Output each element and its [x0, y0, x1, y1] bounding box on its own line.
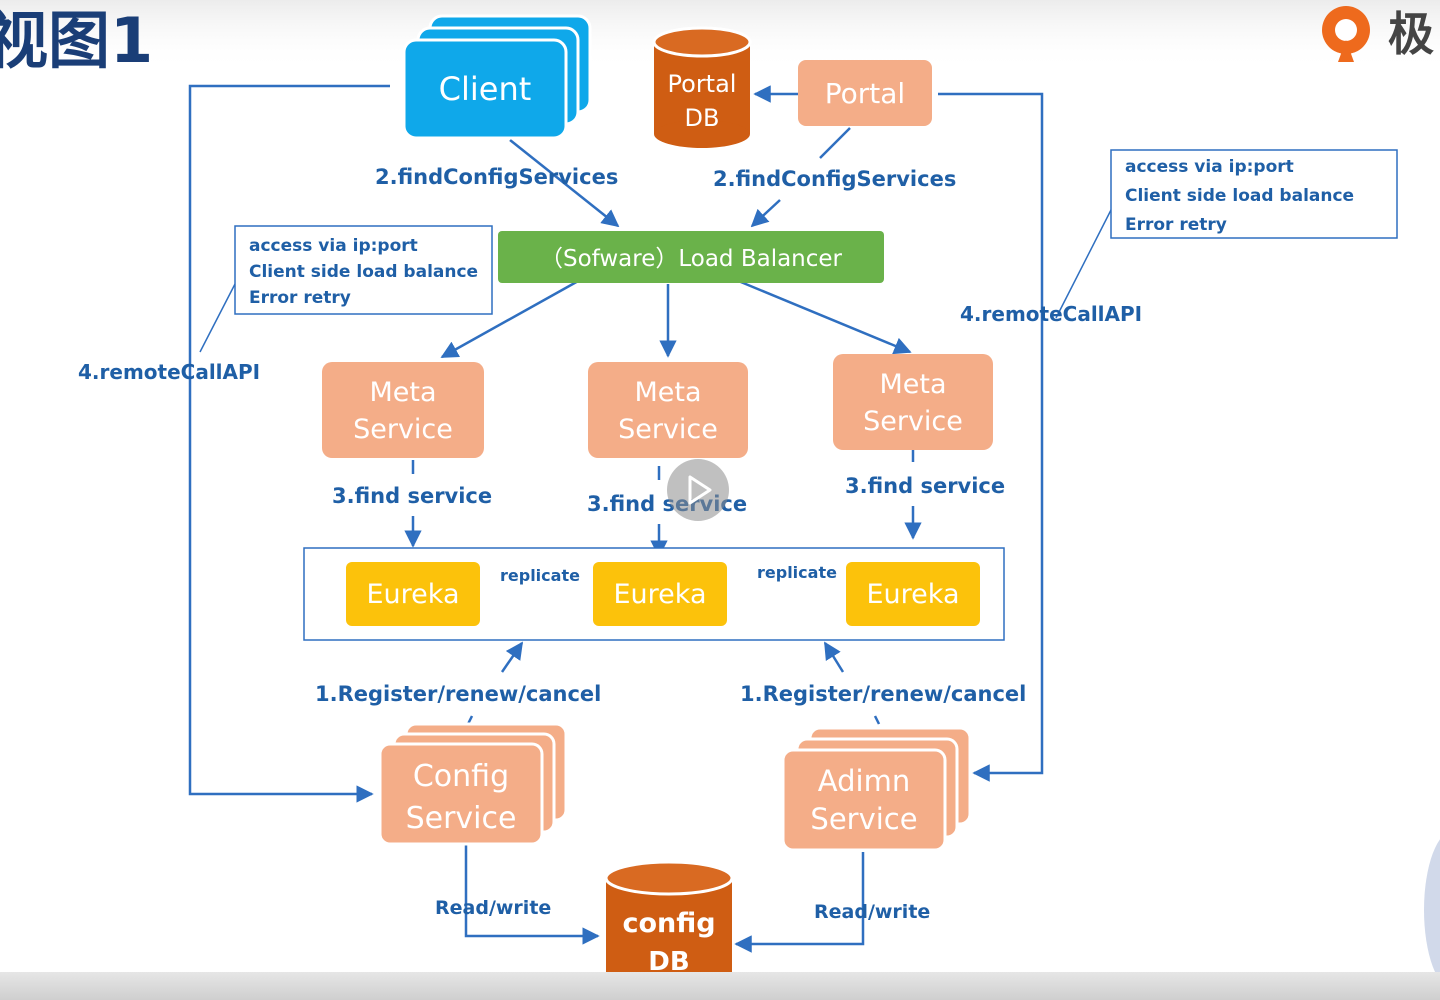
config-service-label-1: Config: [413, 759, 509, 794]
portal-node: Portal: [798, 60, 932, 126]
label-find-config-right: 2.findConfigServices: [713, 167, 956, 191]
note-left: access via ip:port Client side load bala…: [234, 225, 493, 315]
label-remote-call-left: 4.remoteCallAPI: [78, 360, 260, 384]
slide-title: 视图1: [0, 4, 153, 77]
meta-service-left: Meta Service: [322, 362, 484, 458]
label-replicate-right: replicate: [757, 563, 837, 582]
note-right: access via ip:port Client side load bala…: [1110, 149, 1398, 239]
load-balancer-label: （Sofware）Load Balancer: [540, 246, 843, 272]
config-db-label-1: config: [622, 908, 715, 939]
portal-label: Portal: [825, 77, 905, 110]
meta-service-center-label-2: Service: [618, 414, 718, 445]
note-left-line-1: access via ip:port: [249, 236, 418, 256]
side-decoration: [1424, 830, 1440, 990]
label-remote-call-right: 4.remoteCallAPI: [960, 302, 1142, 326]
label-read-write-left: Read/write: [435, 897, 551, 919]
label-find-service-left: 3.find service: [332, 484, 492, 508]
client-label: Client: [439, 70, 532, 108]
config-service-node: Config Service: [378, 722, 568, 846]
portal-db: Portal DB: [652, 26, 752, 148]
label-read-write-right: Read/write: [814, 901, 930, 923]
edge-labels: 2.findConfigServices 2.findConfigService…: [78, 165, 1142, 923]
brand-logo-icon: [1322, 6, 1370, 62]
note-left-line-3: Error retry: [249, 288, 351, 308]
load-balancer: （Sofware）Load Balancer: [498, 231, 884, 283]
admin-service-node: Adimn Service: [781, 726, 972, 852]
portal-db-label-1: Portal: [668, 70, 737, 98]
meta-service-right-label-2: Service: [863, 406, 963, 437]
eureka-center-label: Eureka: [614, 579, 707, 610]
label-find-service-right: 3.find service: [845, 474, 1005, 498]
label-register-right: 1.Register/renew/cancel: [740, 682, 1026, 706]
meta-service-right: Meta Service: [833, 354, 993, 450]
meta-service-right-label-1: Meta: [879, 369, 946, 400]
note-right-line-2: Client side load balance: [1125, 186, 1354, 206]
portal-db-label-2: DB: [685, 104, 720, 132]
meta-service-center: Meta Service: [588, 362, 748, 458]
admin-service-label-2: Service: [810, 802, 917, 836]
label-find-config-left: 2.findConfigServices: [375, 165, 618, 189]
label-register-left: 1.Register/renew/cancel: [315, 682, 601, 706]
brand-text: 极: [1388, 7, 1434, 61]
admin-service-label-1: Adimn: [818, 764, 910, 798]
config-service-label-2: Service: [406, 801, 517, 836]
client-node: Client: [402, 14, 592, 140]
meta-service-left-label-2: Service: [353, 414, 453, 445]
eureka-left-label: Eureka: [367, 579, 460, 610]
eureka-cluster: Eureka Eureka Eureka: [303, 547, 1005, 641]
note-right-line-1: access via ip:port: [1125, 157, 1294, 177]
label-replicate-left: replicate: [500, 566, 580, 585]
note-right-line-3: Error retry: [1125, 215, 1227, 235]
meta-service-left-label-1: Meta: [369, 377, 436, 408]
note-left-line-2: Client side load balance: [249, 262, 478, 282]
play-icon[interactable]: [667, 459, 729, 521]
video-control-bar[interactable]: [0, 972, 1440, 1000]
eureka-right-label: Eureka: [867, 579, 960, 610]
meta-service-center-label-1: Meta: [634, 377, 701, 408]
